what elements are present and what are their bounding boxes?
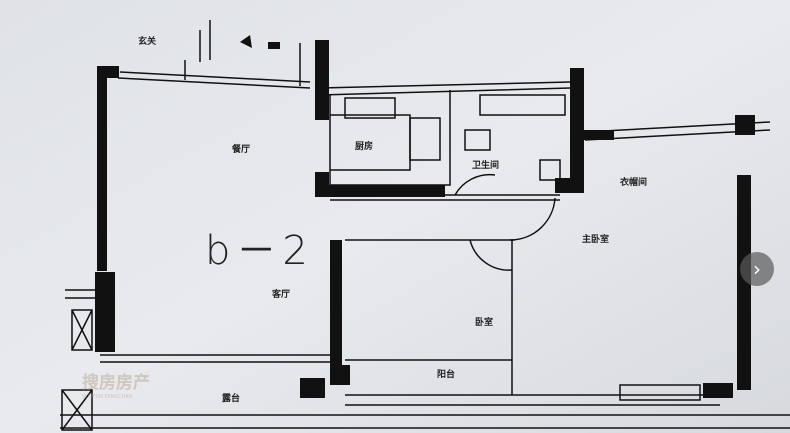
chevron-right-icon: › [753, 257, 761, 281]
room-label-dining: 餐厅 [232, 145, 251, 155]
room-label-kitchen: 厨房 [355, 142, 374, 152]
room-label-bathroom: 卫生间 [472, 161, 500, 171]
room-label-balcony: 阳台 [437, 370, 456, 380]
room-label-bedroom: 卧室 [475, 318, 494, 328]
plan-title: b－2 [205, 228, 314, 274]
room-label-closet: 衣帽间 [620, 178, 648, 188]
room-label-terrace: 露台 [222, 394, 241, 404]
room-label-living: 客厅 [272, 290, 291, 300]
carousel-next-button[interactable]: › [740, 252, 774, 286]
room-label-entrance: 玄关 [138, 37, 157, 47]
room-label-master-bedroom: 主卧室 [582, 235, 610, 245]
